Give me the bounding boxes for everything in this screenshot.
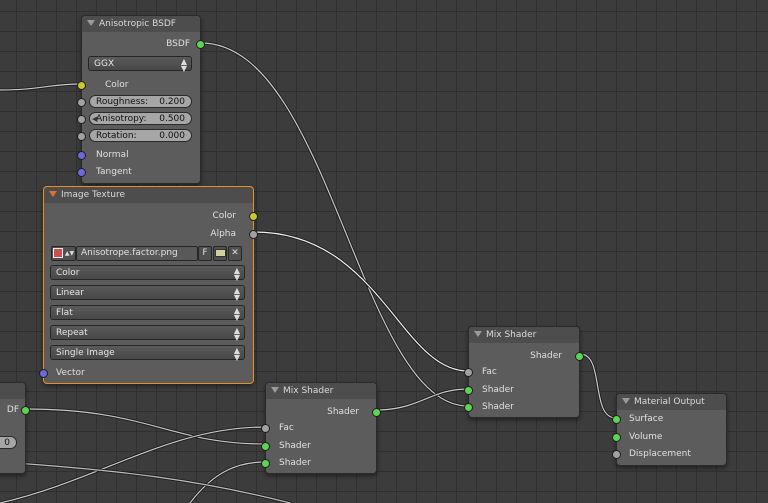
anisotropic-bsdf-node[interactable]: Anisotropic BSDF BSDF GGX▲▼ Color Roughn… (77, 15, 205, 184)
folder-icon (214, 248, 226, 257)
mix-shader-node-right[interactable]: Mix Shader Shader Fac Shader Shader (464, 326, 584, 418)
updown-arrows-icon: ▲▼ (233, 346, 240, 362)
input-socket-color[interactable] (77, 81, 86, 90)
input-socket-fac[interactable] (261, 424, 270, 433)
mix-shader-node-bottom[interactable]: Mix Shader Shader Fac Shader Shader (261, 382, 381, 474)
updown-arrows-icon: ▲▼ (180, 57, 187, 73)
input-socket-shader-a[interactable] (261, 442, 270, 451)
input-socket-volume[interactable] (612, 433, 621, 442)
input-label-volume: Volume (629, 432, 663, 442)
input-label-shader-b: Shader (279, 458, 311, 468)
image-name-field[interactable]: Anisotrope.factor.png (76, 246, 198, 261)
partial-node-left[interactable]: DF 0 (0, 382, 30, 474)
input-label-color: Color (105, 80, 129, 90)
rotation-field[interactable]: Rotation:0.000 (89, 129, 192, 142)
image-browse-button[interactable]: ▲▼ (51, 246, 76, 261)
input-socket-surface[interactable] (612, 415, 621, 424)
image-texture-node[interactable]: Image Texture Color Alpha ▲▼ Anisotrope.… (39, 186, 258, 384)
collapse-triangle-icon[interactable] (474, 330, 482, 337)
updown-arrows-icon: ▲▼ (233, 286, 240, 302)
collapse-triangle-icon[interactable] (622, 397, 630, 404)
input-socket-roughness[interactable] (77, 98, 86, 107)
input-label-shader-a: Shader (279, 441, 311, 451)
input-label-shader-a: Shader (482, 385, 514, 395)
unlink-button[interactable]: ✕ (228, 246, 242, 261)
fake-user-button[interactable]: F (198, 246, 212, 261)
partial-output-label: DF (6, 405, 19, 415)
input-socket-shader-b[interactable] (464, 403, 473, 412)
output-socket-alpha[interactable] (249, 230, 258, 239)
output-socket-shader[interactable] (575, 352, 584, 361)
source-dropdown[interactable]: Single Image▲▼ (50, 345, 245, 362)
node-header[interactable]: Mix Shader (469, 327, 579, 343)
partial-value-field[interactable]: 0 (0, 436, 17, 449)
distribution-dropdown[interactable]: GGX▲▼ (88, 56, 192, 73)
node-header[interactable]: Image Texture (44, 187, 253, 203)
input-socket-anisotropy[interactable] (77, 115, 86, 124)
partial-node-header[interactable] (0, 383, 25, 399)
input-socket-vector[interactable] (39, 369, 48, 378)
color-space-dropdown[interactable]: Color▲▼ (50, 265, 245, 282)
material-output-node[interactable]: Material Output Surface Volume Displacem… (612, 393, 727, 466)
updown-arrows-icon: ▲▼ (233, 326, 240, 342)
input-label-normal: Normal (96, 150, 129, 160)
input-label-tangent: Tangent (96, 167, 132, 177)
input-label-surface: Surface (629, 414, 664, 424)
node-header[interactable]: Anisotropic BSDF (82, 16, 200, 32)
input-socket-shader-b[interactable] (261, 459, 270, 468)
input-socket-normal[interactable] (77, 151, 86, 160)
input-label-shader-b: Shader (482, 402, 514, 412)
output-label-bsdf: BSDF (166, 39, 190, 49)
input-label-fac: Fac (279, 423, 294, 433)
node-title: Image Texture (61, 190, 125, 200)
output-socket-color[interactable] (249, 212, 258, 221)
collapse-triangle-icon[interactable] (87, 19, 95, 26)
roughness-field[interactable]: Roughness:0.200 (89, 95, 192, 108)
interpolation-dropdown[interactable]: Linear▲▼ (50, 285, 245, 302)
output-socket-bsdf[interactable] (196, 40, 205, 49)
updown-arrows-icon: ▲▼ (233, 306, 240, 322)
input-socket-rotation[interactable] (77, 132, 86, 141)
input-socket-displacement[interactable] (612, 450, 621, 459)
updown-arrows-icon: ▲▼ (233, 266, 240, 282)
input-label-vector: Vector (56, 368, 85, 378)
input-socket-shader-a[interactable] (464, 386, 473, 395)
node-title: Material Output (634, 397, 705, 407)
node-title: Anisotropic BSDF (99, 19, 176, 29)
image-icon (52, 247, 63, 258)
node-header[interactable]: Material Output (617, 394, 726, 410)
output-label-alpha: Alpha (210, 229, 236, 239)
collapse-triangle-icon[interactable] (49, 190, 57, 197)
close-icon: ✕ (231, 248, 239, 258)
output-label-shader: Shader (530, 351, 562, 361)
extension-dropdown[interactable]: Repeat▲▼ (50, 325, 245, 342)
projection-dropdown[interactable]: Flat▲▼ (50, 305, 245, 322)
output-socket-shader[interactable] (372, 408, 381, 417)
decrement-arrow-icon[interactable]: ◀ (92, 115, 98, 123)
partial-output-socket[interactable] (21, 406, 30, 415)
collapse-triangle-icon[interactable] (271, 386, 279, 393)
input-label-fac: Fac (482, 367, 497, 377)
anisotropy-field[interactable]: ◀Anisotropy:0.500 (89, 112, 192, 125)
node-title: Mix Shader (486, 330, 537, 340)
node-title: Mix Shader (283, 386, 334, 396)
open-file-button[interactable] (213, 246, 227, 261)
input-label-displacement: Displacement (629, 449, 691, 459)
input-socket-fac[interactable] (464, 368, 473, 377)
node-header[interactable]: Mix Shader (266, 383, 376, 399)
output-label-color: Color (212, 211, 237, 221)
input-socket-tangent[interactable] (77, 168, 86, 177)
output-label-shader: Shader (327, 407, 359, 417)
